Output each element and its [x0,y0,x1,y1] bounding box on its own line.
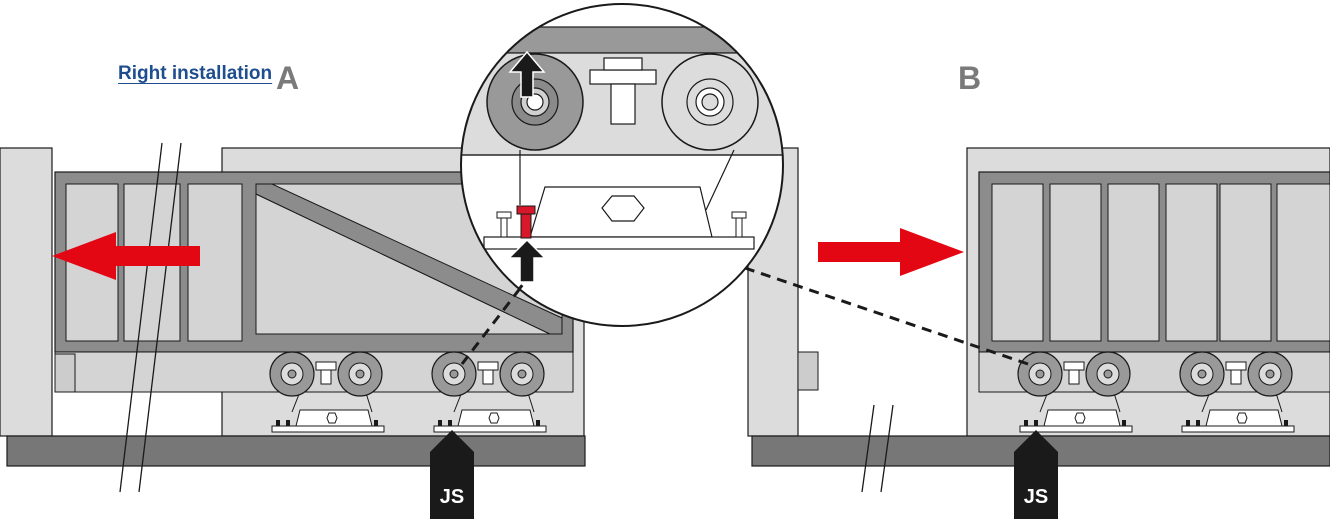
hex-nut-icon [326,412,338,424]
gate-bar-b5 [1219,183,1272,342]
ground-rail-a [6,435,586,467]
js-marker-a: JS [430,430,474,519]
js-label-b: JS [1024,486,1048,508]
gate-strut-a [255,183,563,335]
zoom-circle-outline [460,3,784,327]
hex-nut-icon [601,195,645,222]
gate-bar-b3 [1107,183,1160,342]
break-line-b2 [880,404,894,493]
gate-bar-b4 [1165,183,1218,342]
arrow-right-icon [818,228,964,276]
roller-assembly-b1 [1017,351,1133,433]
roller-assembly-a2 [431,351,547,433]
gate-bar-b1 [991,183,1044,342]
arrow-up-icon [508,50,546,98]
title-link-right-installation[interactable]: Right installation [118,63,273,84]
panel-b: JS [744,147,1330,519]
gate-bar-b6 [1276,183,1330,342]
hex-nut-icon [1074,412,1086,424]
gate-bar-b2 [1049,183,1102,342]
break-line-a1 [119,142,163,493]
limit-block-b [797,351,819,391]
roller-assembly-a1 [269,351,385,433]
pillar-left-a [0,147,53,437]
zoom-gate-bottom [461,26,783,54]
hex-nut-icon [1236,412,1248,424]
panel-label-a: A [276,60,300,96]
bolt-icon [589,69,657,85]
hex-nut-icon [488,412,500,424]
js-marker-b: JS [1014,430,1058,519]
adjust-bolt-highlight [516,205,536,215]
panel-label-b: B [958,60,982,96]
arrow-up-icon [507,238,547,283]
limit-block-a [54,353,76,393]
zoom-detail [460,3,784,327]
arrow-left-icon [52,232,200,280]
break-line-a2 [138,142,182,493]
break-line-b1 [861,404,875,493]
js-label-a: JS [440,486,464,508]
roller-assembly-b2 [1179,351,1295,433]
zoom-leader-a [460,277,530,365]
